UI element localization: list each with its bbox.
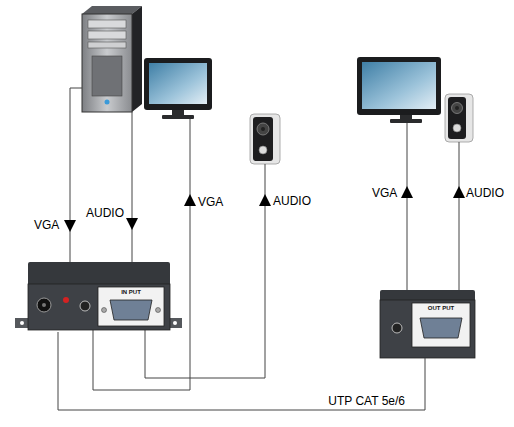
arrows bbox=[64, 186, 465, 232]
utp-cable bbox=[58, 332, 425, 410]
arrow-head bbox=[453, 186, 465, 198]
right-monitor bbox=[357, 57, 441, 123]
audio-wire bbox=[132, 112, 133, 262]
arrow-head bbox=[259, 194, 271, 206]
audio-wire bbox=[459, 142, 460, 290]
right-speaker bbox=[445, 94, 473, 142]
signal-label: AUDIO bbox=[86, 206, 124, 220]
port-label: OUT PUT bbox=[427, 305, 455, 312]
arrow-head bbox=[126, 218, 138, 230]
port-label: IN PUT bbox=[120, 289, 142, 296]
transmitter-box: IN PUT bbox=[15, 262, 182, 332]
vga-wire bbox=[407, 123, 408, 290]
arrow-head bbox=[184, 194, 196, 206]
arrow-head bbox=[401, 186, 413, 198]
signal-label: AUDIO bbox=[466, 186, 504, 200]
receiver-device bbox=[380, 290, 475, 358]
vga-wire bbox=[93, 119, 190, 390]
signal-label: VGA bbox=[198, 195, 223, 209]
signal-label: AUDIO bbox=[273, 194, 311, 208]
pc-tower bbox=[82, 6, 142, 112]
receiver-box: OUT PUT bbox=[380, 290, 475, 358]
vga-wire bbox=[70, 88, 82, 262]
left-speaker bbox=[250, 114, 280, 164]
signal-label: VGA bbox=[34, 218, 59, 232]
transmitter-device bbox=[15, 262, 182, 330]
left-monitor bbox=[144, 58, 212, 119]
signal-label: VGA bbox=[372, 186, 397, 200]
arrow-head bbox=[64, 220, 76, 232]
cable-label: UTP CAT 5e/6 bbox=[326, 394, 407, 408]
